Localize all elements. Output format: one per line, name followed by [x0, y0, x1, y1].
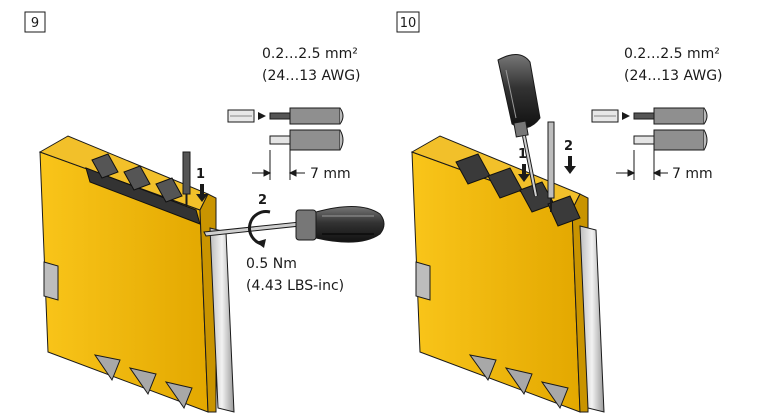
panel-9: 9 0.2…2.5 mm² (24…13 AWG) 7 mm — [24, 11, 385, 413]
panel-number: 9 — [31, 16, 39, 31]
strip-length-dimension — [252, 150, 305, 180]
front-cover — [579, 225, 605, 413]
release-screwdriver — [497, 54, 541, 197]
strip-length-label: 7 mm — [672, 166, 713, 182]
stripped-wire — [633, 129, 708, 151]
arrow-down-icon — [518, 164, 530, 182]
arrow-down-icon — [196, 184, 208, 202]
module-housing — [410, 135, 589, 413]
wire-spec-line1: 0.2…2.5 mm² — [624, 46, 720, 62]
wire-with-ferrule — [591, 107, 708, 125]
pin-screwdriver — [182, 151, 191, 206]
rotate-arrow-icon — [248, 210, 271, 246]
step-1-label: 1 — [518, 147, 527, 162]
wire-pin — [547, 121, 555, 212]
arrow-icon — [622, 112, 630, 120]
wire-spec-line2: (24…13 AWG) — [624, 68, 723, 84]
panel-number-box — [24, 11, 46, 33]
torque-line1: 0.5 Nm — [246, 256, 297, 272]
torque-line2: (4.43 LBS-inc) — [246, 278, 344, 294]
step-2-label: 2 — [258, 193, 267, 208]
panel-number: 10 — [400, 16, 417, 31]
stripped-wire — [269, 129, 344, 151]
step-1-label: 1 — [196, 167, 205, 182]
wire-spec-line2: (24…13 AWG) — [262, 68, 361, 84]
step-2-label: 2 — [564, 139, 573, 154]
strip-length-dimension — [616, 150, 668, 180]
panel-10: 10 0.2…2.5 mm² (24…13 AWG) 7 mm — [396, 11, 723, 413]
arrow-icon — [258, 112, 266, 120]
torque-screwdriver — [203, 205, 385, 243]
wire-spec-line1: 0.2…2.5 mm² — [262, 46, 358, 62]
wire-with-ferrule — [227, 107, 344, 125]
panel-number-box — [396, 11, 420, 33]
arrow-down-icon — [564, 156, 576, 174]
rotate-arrowhead-icon — [256, 239, 266, 248]
strip-length-label: 7 mm — [310, 166, 351, 182]
